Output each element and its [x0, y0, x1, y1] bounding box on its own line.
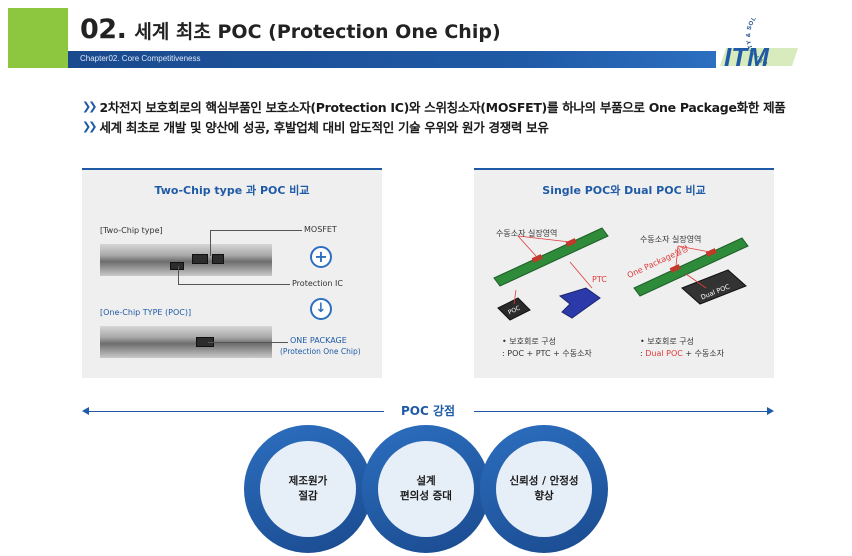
passive-component [565, 238, 577, 247]
divider-line-right [474, 411, 768, 412]
one-chip-label: [One-Chip TYPE (POC)] [100, 308, 192, 317]
two-chip-label: [Two-Chip type] [100, 226, 163, 235]
poc-illustration [493, 227, 749, 321]
leader-line [677, 245, 711, 253]
dual-poc-chip-shape [681, 269, 747, 305]
strength-line1: 설계 [416, 475, 436, 487]
chapter-subtitle: Chapter02. Core Competitiveness [80, 54, 201, 63]
logo-text: ITM [724, 42, 770, 70]
two-chip-comparison-panel: Two-Chip type 과 POC 비교 [Two-Chip type] M… [82, 168, 382, 378]
leader-line [675, 245, 679, 267]
protection-ic-chip [170, 262, 184, 270]
leader-line [178, 266, 179, 284]
mosfet-chip [192, 254, 208, 264]
strength-line2: 편의성 증대 [400, 490, 452, 502]
plus-icon: + [310, 246, 332, 268]
single-config-title: 보호회로 구성 [509, 337, 556, 346]
leader-line [210, 230, 211, 256]
leader-line [178, 284, 290, 285]
bullet-item: ❯❯ 세계 최초로 개발 및 양산에 성공, 후발업체 대비 압도적인 기술 우… [82, 116, 785, 136]
strength-line2: 향상 [534, 490, 554, 502]
bullet-text: 2차전지 보호회로의 핵심부품인 보호소자(Protection IC)와 스위… [99, 99, 786, 115]
passive-area-label: 수동소자 실장영역 [496, 229, 558, 238]
bullet-text: 세계 최초로 개발 및 양산에 성공, 후발업체 대비 압도적인 기술 우위와 … [99, 119, 549, 135]
single-config: • 보호회로 구성 : POC + PTC + 수동소자 [502, 336, 592, 360]
protection-ic-label: Protection IC [292, 279, 343, 288]
leader-line [517, 235, 571, 243]
passive-component [531, 254, 543, 263]
poc-chip-shape [497, 297, 531, 321]
ptc-label: PTC [592, 275, 607, 284]
one-package-label: ONE PACKAGE [290, 336, 347, 345]
single-dual-poc-panel: Single POC와 Dual POC 비교 수동소자 실장영역 수동소자 실… [474, 168, 774, 378]
single-config-value: : POC + PTC + 수동소자 [502, 349, 592, 358]
two-chip-pcb-image [100, 244, 272, 276]
chapter-number: 02. [80, 14, 127, 45]
intro-bullets: ❯❯ 2차전지 보호회로의 핵심부품인 보호소자(Protection IC)와… [82, 96, 786, 136]
dual-config-suffix: + 수동소자 [682, 349, 725, 358]
dual-config-prefix: : [640, 349, 646, 358]
one-package-sub-label: (Protection One Chip) [280, 347, 361, 356]
strength-line1: 제조원가 [288, 475, 328, 487]
leader-line [513, 289, 517, 305]
divider-line-left [88, 411, 384, 412]
strength-circle-reliability: 신뢰성 / 안정성 향상 [480, 425, 608, 553]
bullet-dot: • [502, 337, 510, 346]
dual-config-title: 보호회로 구성 [647, 337, 694, 346]
right-arrow-icon [767, 407, 774, 415]
strength-circle-design: 설계 편의성 증대 [362, 425, 490, 553]
mosfet-label: MOSFET [304, 225, 337, 234]
panel-title: Two-Chip type 과 POC 비교 [154, 184, 310, 197]
title-bar: Chapter02. Core Competitiveness [68, 51, 716, 68]
leader-line [210, 230, 302, 231]
bullet-dot: • [640, 337, 648, 346]
strength-line1: 신뢰성 / 안정성 [509, 475, 579, 487]
strengths-title: POC 강점 [400, 404, 456, 418]
leader-line [517, 235, 537, 257]
passive-component [705, 248, 717, 257]
single-poc-board [493, 227, 609, 287]
ptc-shape [558, 287, 601, 319]
panel-title: Single POC와 Dual POC 비교 [542, 184, 706, 197]
down-arrow-icon: ↓ [310, 298, 332, 320]
double-chevron-icon: ❯❯ [82, 119, 98, 133]
double-chevron-icon: ❯❯ [82, 99, 98, 113]
passive-component [669, 264, 681, 273]
strength-circle-cost: 제조원가 절감 [244, 425, 372, 553]
dual-config-highlight: Dual POC [645, 349, 683, 358]
passive-area-label: 수동소자 실장영역 [640, 235, 702, 244]
header-accent-block [8, 8, 68, 68]
leader-line [208, 342, 288, 343]
leader-line [685, 273, 707, 289]
itm-logo: QUALITY & SOLUTION ITM [720, 18, 798, 70]
left-arrow-icon [82, 407, 89, 415]
bullet-item: ❯❯ 2차전지 보호회로의 핵심부품인 보호소자(Protection IC)와… [82, 96, 786, 116]
leader-line [569, 261, 593, 289]
dual-config: • 보호회로 구성 : Dual POC + 수동소자 [640, 336, 724, 360]
mosfet-chip [212, 254, 224, 264]
title-text: 세계 최초 POC (Protection One Chip) [134, 21, 501, 43]
strength-line2: 절감 [298, 490, 318, 502]
page-title: 02. 세계 최초 POC (Protection One Chip) [80, 14, 501, 45]
dual-poc-board [633, 237, 749, 297]
